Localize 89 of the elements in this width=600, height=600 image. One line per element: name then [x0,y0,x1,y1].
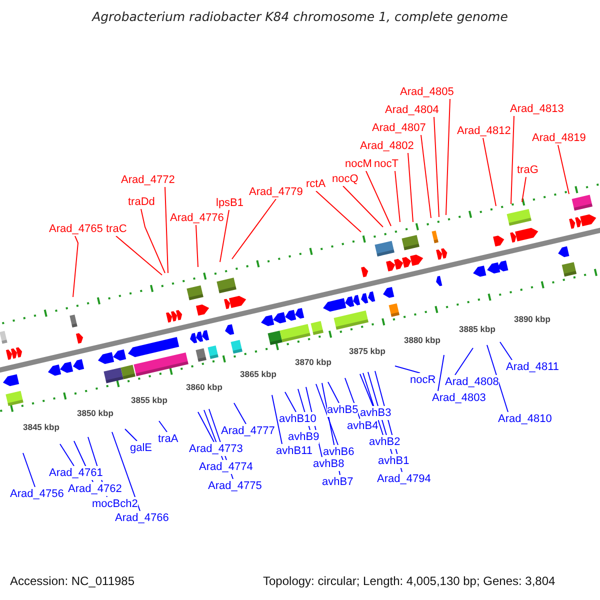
gene-label: rctA [306,177,326,191]
gene-label: Arad_4756 [10,487,64,501]
gene-label: Arad_4802 [360,139,414,153]
leader-line [328,382,340,404]
position-label: 3865 kbp [240,369,276,379]
leader-line [482,138,496,206]
gene-label: nocQ [332,172,358,186]
footer-text: Topology: circular; Length: 4,005,130 bp; Genes: 3,804 [263,574,556,588]
gene-label: avhB5 [327,403,358,417]
gene-label: Arad_4774 [199,460,253,474]
footer-text: Accession: NC_011985 [10,574,135,588]
gene-label: Arad_4808 [445,375,499,389]
gene-label: avhB8 [313,457,344,471]
gene-label: Arad_4805 [400,85,454,99]
gene-label: Arad_4762 [68,482,122,496]
gene-label: Arad_4775 [208,479,262,493]
position-label: 3845 kbp [23,422,60,432]
gene-label: galE [130,441,152,455]
leader-line [522,176,526,202]
leader-line [234,402,246,424]
leader-line [284,392,296,412]
leader-line [434,116,440,218]
gene-label: traG [517,163,538,177]
leader-line [164,186,168,274]
gene-label: Arad_4803 [432,391,486,405]
gene-label: Arad_4761 [49,466,103,480]
leader-line [140,208,166,274]
leader-line [60,444,74,466]
leader-line [196,224,198,268]
gene-label: Arad_4766 [115,511,169,525]
gene-label: avhB3 [360,406,392,420]
leader-line [360,374,374,406]
leader-line [232,198,276,260]
leader-line [454,348,474,376]
leader-line [112,432,140,512]
leader-line [500,342,512,360]
leader-line [438,354,444,392]
gene-label: traDd [128,195,155,209]
position-label: 3885 kbp [459,324,496,334]
position-label: 3880 kbp [404,335,440,345]
gene-label: avhB2 [369,435,400,449]
gene-label: Arad_4773 [189,442,243,456]
gene-label: avhB9 [288,430,320,444]
leader-line [408,152,414,222]
leader-line [394,366,420,374]
leader-line [366,170,392,226]
gene-label: Arad_4777 [221,424,275,438]
leader-line [124,428,138,442]
leader-line [420,134,432,218]
position-label: 3890 kbp [514,314,550,324]
title: Agrobacterium radiobacter K84 chromosome 1, complete genome [90,9,509,24]
position-label: 3870 kbp [295,357,332,367]
position-label: 3875 kbp [349,346,386,356]
gene-label: Arad_4779 [249,185,303,199]
leader-line [394,170,400,222]
gene-label: Arad_4810 [498,412,552,426]
gene-label: Arad_4804 [385,103,439,117]
gene-label: avhB6 [323,445,354,459]
leader-line [446,98,450,216]
gene-label: Arad_4811 [506,360,560,374]
gene-label: lpsB1 [216,196,244,210]
gene-label: Arad_4776 [170,211,224,225]
position-label: 3850 kbp [77,408,114,418]
leader-line [116,236,162,276]
leader-line [198,412,214,442]
leader-line [272,394,282,444]
position-label: 3855 kbp [131,395,168,405]
leader-line [220,210,230,262]
leader-line [342,186,384,228]
gene-label: traC [106,222,127,236]
leader-line [558,144,570,194]
gene-label: nocM [345,157,372,171]
gene-label: Arad_4813 [510,102,564,116]
leader-line [72,236,78,298]
leader-line [316,190,362,232]
gene-label: Arad_4812 [457,124,511,138]
gene-label: Arad_4819 [532,131,586,145]
gene-label: Arad_4794 [377,472,431,486]
gene-label: Arad_4807 [372,121,426,135]
leader-line [486,344,508,412]
gene-label: Arad_4772 [121,173,175,187]
gene-label: Arad_4765 [49,222,103,236]
leader-line [316,384,338,446]
position-label: 3860 kbp [186,382,222,392]
leader-line [22,452,36,488]
leader-line [510,116,514,204]
gene-label: avhB10 [279,412,316,426]
leader-line [158,420,168,432]
gene-label: avhB1 [378,454,410,468]
